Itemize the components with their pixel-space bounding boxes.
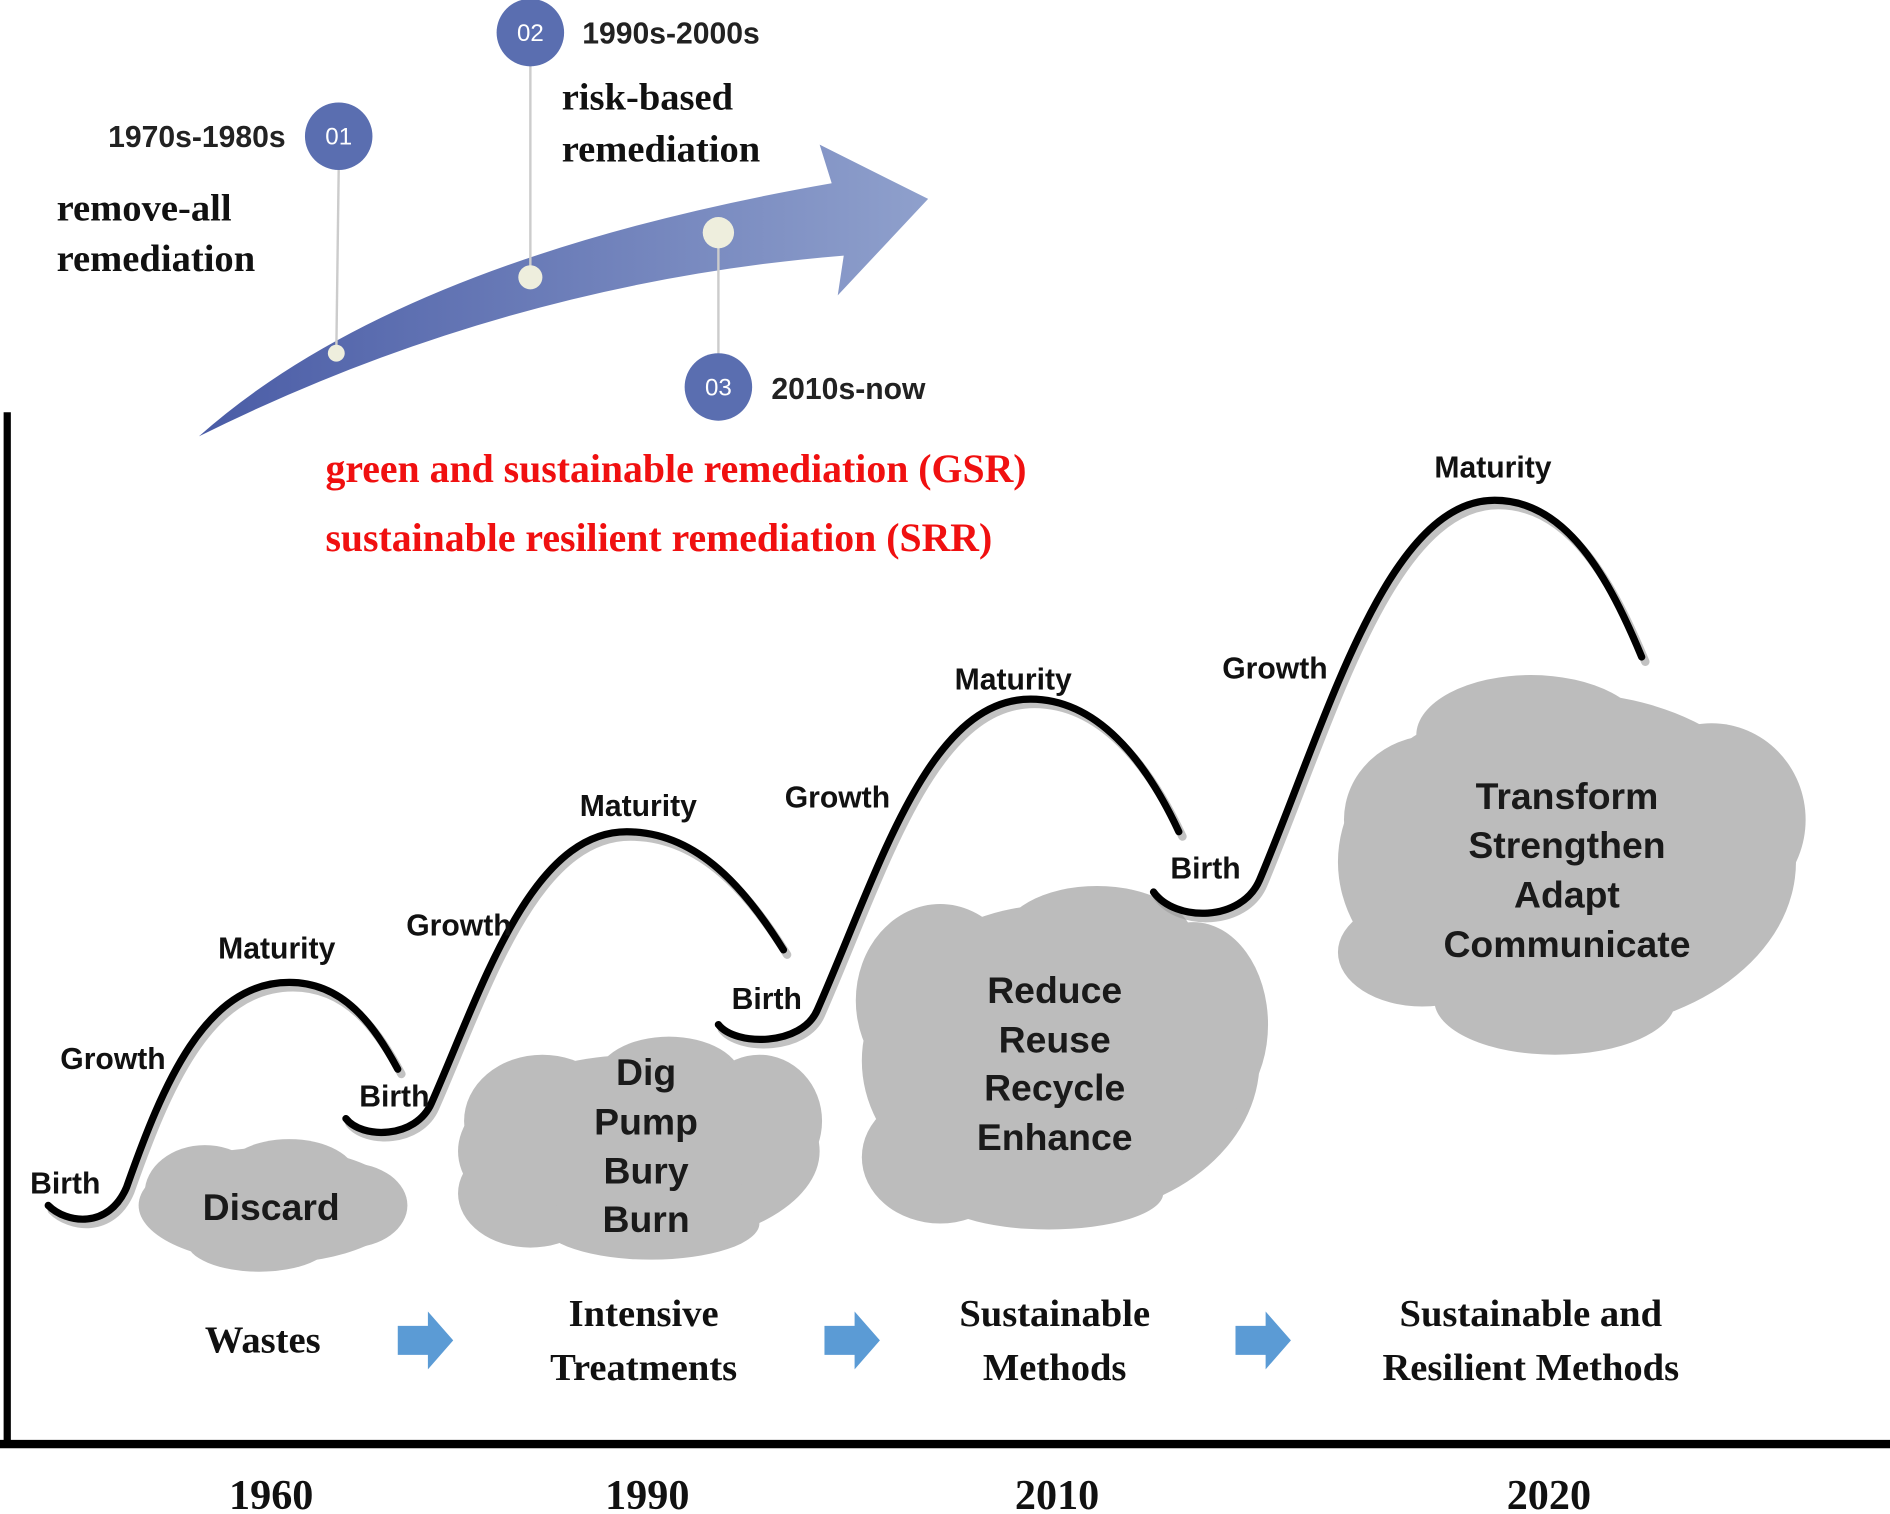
lifecycle-curves bbox=[44, 496, 1650, 1229]
cloud-item: Transform bbox=[1476, 775, 1659, 817]
cloud-item: Communicate bbox=[1443, 923, 1690, 965]
right-arrow-icon bbox=[1235, 1311, 1291, 1370]
highlight-gsr: green and sustainable remediation (GSR) bbox=[325, 447, 1026, 491]
year-label: 1990 bbox=[605, 1472, 689, 1514]
stage-label: Sustainable bbox=[959, 1293, 1150, 1335]
birth-label: Birth bbox=[732, 983, 802, 1016]
birth-label: Birth bbox=[30, 1167, 100, 1200]
era-badge-01: 01 bbox=[304, 102, 373, 170]
era-period: 1970s-1980s bbox=[108, 121, 286, 154]
era-phase: remediation bbox=[57, 238, 256, 280]
era-number: 03 bbox=[705, 374, 732, 401]
highlight-srr: sustainable resilient remediation (SRR) bbox=[325, 516, 992, 560]
cloud-item: Pump bbox=[594, 1100, 698, 1142]
cloud-item: Reduce bbox=[987, 969, 1122, 1011]
year-label: 1960 bbox=[229, 1472, 313, 1514]
birth-label: Birth bbox=[1170, 853, 1240, 886]
growth-label: Growth bbox=[406, 909, 511, 942]
stage-label: Treatments bbox=[550, 1347, 737, 1389]
growth-label: Growth bbox=[785, 782, 890, 815]
lifecycle-curve bbox=[714, 695, 1183, 1043]
growth-label: Growth bbox=[1222, 653, 1327, 686]
growth-label: Growth bbox=[60, 1043, 165, 1076]
connector-line bbox=[335, 168, 340, 354]
right-arrow-icon bbox=[824, 1311, 880, 1370]
cloud-item: Enhance bbox=[977, 1116, 1133, 1158]
era-phase: remove-all bbox=[57, 188, 232, 230]
birth-label: Birth bbox=[359, 1081, 429, 1114]
stage-label: Wastes bbox=[205, 1319, 321, 1361]
cloud-3 bbox=[855, 885, 1269, 1230]
era-period: 1990s-2000s bbox=[582, 17, 760, 50]
cloud-item: Discard bbox=[203, 1186, 340, 1228]
cloud-4 bbox=[1337, 675, 1806, 1055]
maturity-label: Maturity bbox=[218, 932, 335, 965]
era-phase: remediation bbox=[562, 129, 761, 171]
right-arrow-icon bbox=[397, 1311, 454, 1370]
era-number: 02 bbox=[517, 20, 544, 47]
lifecycle-curve bbox=[44, 978, 402, 1223]
cloud-2 bbox=[458, 1036, 823, 1260]
era-phase: risk-based bbox=[562, 77, 734, 119]
maturity-label: Maturity bbox=[1434, 451, 1551, 484]
maturity-label: Maturity bbox=[580, 790, 697, 823]
stage-label: Intensive bbox=[569, 1293, 719, 1335]
timeline-dot bbox=[327, 344, 345, 362]
stage-label: Methods bbox=[983, 1347, 1127, 1389]
era-number: 01 bbox=[325, 124, 352, 151]
timeline-arrow bbox=[198, 144, 929, 437]
lifecycle-curve bbox=[342, 828, 788, 1136]
stage-label: Resilient Methods bbox=[1382, 1347, 1679, 1389]
cloud-item: Burn bbox=[602, 1198, 689, 1240]
cloud-item: Bury bbox=[604, 1150, 689, 1192]
lifecycle-curve bbox=[1149, 496, 1646, 917]
maturity-label: Maturity bbox=[955, 664, 1072, 697]
cloud-item: Strengthen bbox=[1468, 824, 1665, 866]
cloud-item: Adapt bbox=[1514, 874, 1620, 916]
cloud-item: Dig bbox=[616, 1051, 676, 1093]
cloud-1 bbox=[138, 1139, 408, 1272]
timeline-dot bbox=[518, 265, 543, 290]
era-period: 2010s-now bbox=[771, 373, 926, 406]
timeline-dot bbox=[702, 217, 735, 249]
cloud-item: Reuse bbox=[999, 1018, 1111, 1060]
era-badge-02: 02 bbox=[496, 0, 565, 67]
era-badge-03: 03 bbox=[684, 353, 753, 421]
stage-label: Sustainable and bbox=[1400, 1293, 1663, 1335]
year-label: 2010 bbox=[1015, 1472, 1099, 1514]
year-label: 2020 bbox=[1507, 1472, 1591, 1514]
cloud-item: Recycle bbox=[984, 1067, 1125, 1109]
